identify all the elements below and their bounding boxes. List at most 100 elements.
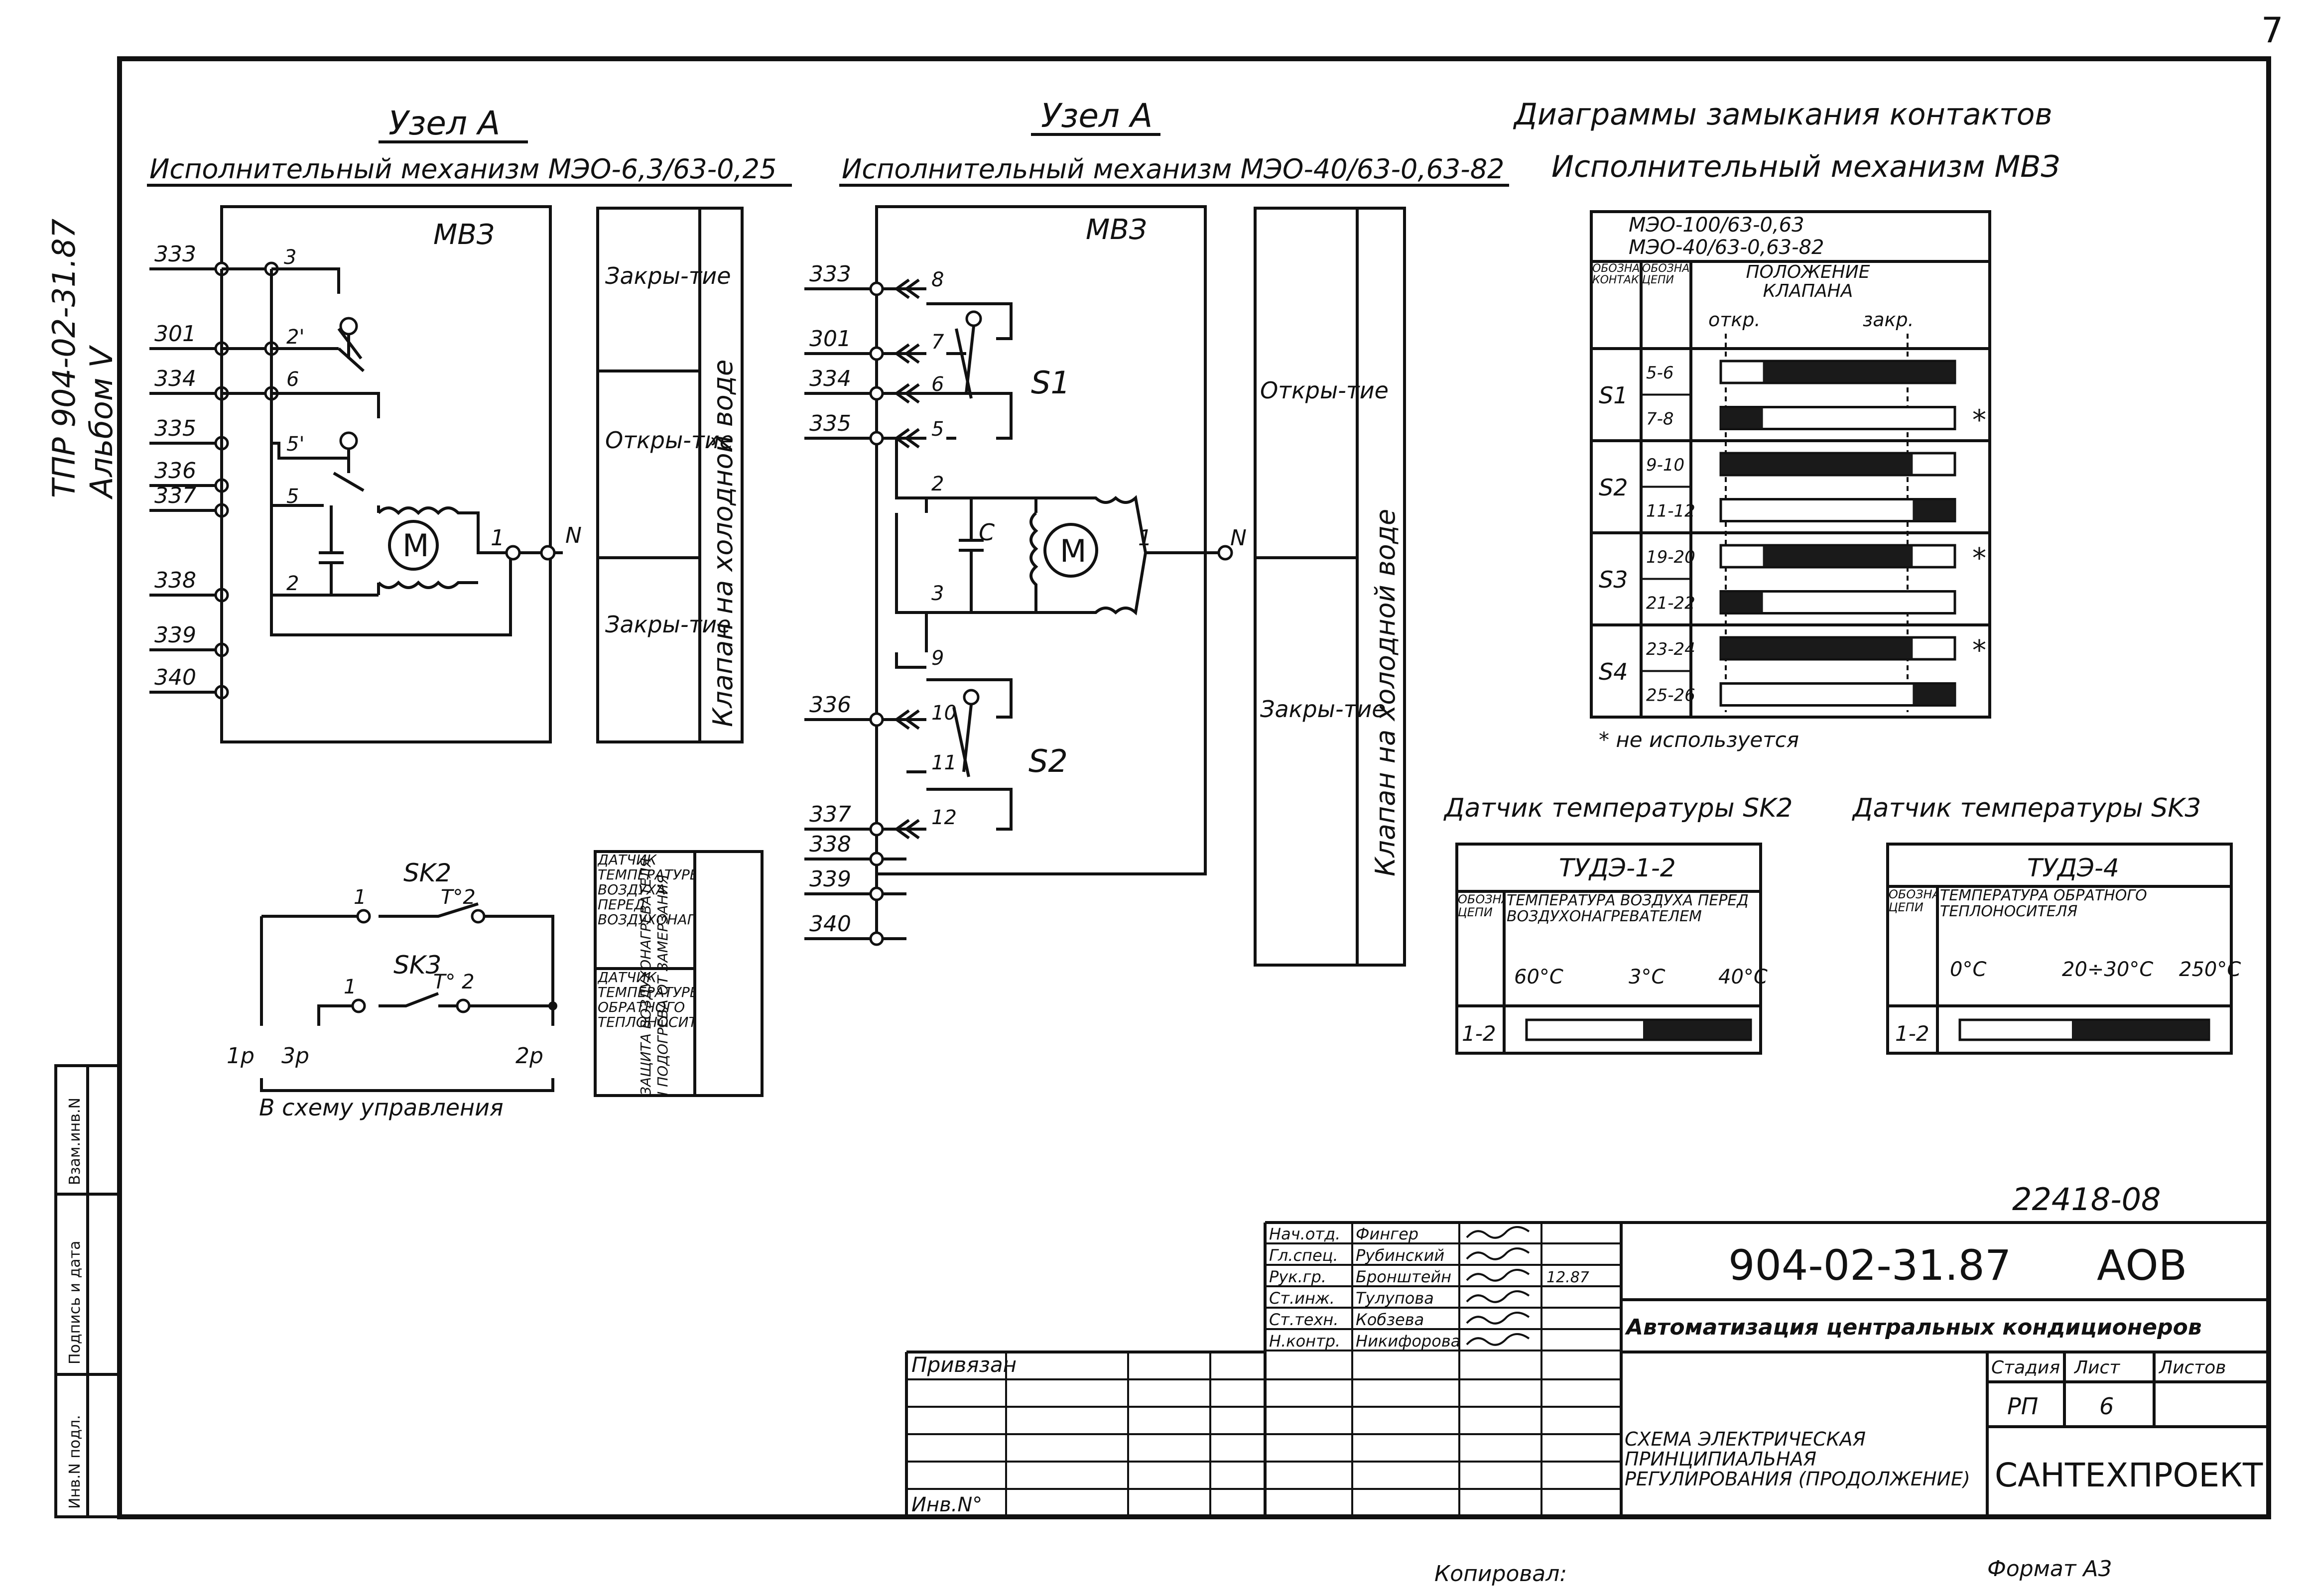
- header-model-1: МЭО-100/63-0,63: [1629, 214, 1804, 237]
- col-position: Положение клапана: [1746, 263, 1870, 301]
- signer-signature: [1466, 1247, 1530, 1260]
- middle-contact-1: 1: [1138, 525, 1152, 551]
- left-mvz-label: МВЗ: [433, 219, 495, 251]
- legend-sk3-text: Датчик температуры обратного теплоносите…: [598, 970, 693, 1030]
- left-terminal-label: 337: [154, 483, 196, 508]
- signer-role: Ст.инж.: [1269, 1289, 1335, 1308]
- terminal-3p: 3р: [281, 1043, 309, 1069]
- terminal-2p: 2р: [515, 1043, 543, 1069]
- left-contact-n: N: [565, 523, 582, 548]
- side-doc-code: ТПР 904-02-31.87: [46, 219, 82, 498]
- sk2-row-circuit: 1-2: [1462, 1021, 1496, 1046]
- sensor-sk2-model: ТУДЭ-1-2: [1559, 854, 1676, 882]
- contact-circuit-label: 9-10: [1646, 455, 1684, 475]
- signer-signature: [1466, 1312, 1530, 1325]
- sk2-state-fill: [1643, 1021, 1751, 1039]
- title-block: 22418-08 Нач.отд.ФингерГл.спец.Рубинский…: [905, 1181, 2269, 1517]
- format-label: Формат А3: [1987, 1556, 2112, 1582]
- stamp-replaced-inv: Взам.инв.N: [66, 1098, 84, 1185]
- stamp-inv-original: Инв.N подл.: [66, 1415, 84, 1509]
- left-node-title: Узел А: [388, 104, 500, 142]
- middle-node-title: Узел А: [1041, 97, 1153, 135]
- project-name: Автоматизация центральных кондиционеров: [1625, 1315, 2202, 1340]
- sheet-head: Лист: [2073, 1357, 2120, 1378]
- middle-contact-11: 11: [931, 751, 957, 774]
- left-state-open: Откры-тие: [605, 427, 734, 454]
- signer-name: Бронштейн: [1356, 1267, 1451, 1286]
- left-terminal-label: 335: [154, 416, 196, 441]
- left-terminal-label: 338: [154, 568, 196, 593]
- sensor-sk2-table: Датчик температуры SK2 ТУДЭ-1-2 Обозначе…: [1443, 793, 1793, 1055]
- signer-role: Ст.техн.: [1269, 1310, 1339, 1329]
- sk2-scale-mid: 3°С: [1629, 966, 1665, 988]
- left-valve-label: Клапан на холодной воде: [707, 360, 739, 727]
- middle-contact-5: 5: [931, 418, 944, 441]
- sensor-sk3-title: Датчик температуры SK3: [1852, 793, 2201, 823]
- drawing-frame: [117, 56, 2271, 1519]
- middle-contact-10: 10: [931, 702, 957, 725]
- sensor-sk3-label: SK3: [393, 951, 441, 980]
- sensor-sk3-model: ТУДЭ-4: [2027, 854, 2119, 882]
- contact-circuit-label: 23-24: [1646, 639, 1695, 659]
- middle-contact-n: N: [1230, 525, 1247, 551]
- legend-sk2-text: Датчик температуры воздуха перед воздухо…: [598, 853, 693, 928]
- sk3-scale-mid: 20÷30°С: [2062, 958, 2153, 981]
- sensor-sk2-label: SK2: [403, 859, 451, 887]
- circuit-caption: В схему управления: [259, 1094, 504, 1121]
- contact-circuit-label: 5-6: [1646, 363, 1674, 383]
- middle-contact-7: 7: [931, 331, 944, 354]
- doc-suffix: АОВ: [2097, 1241, 2187, 1290]
- signer-signature: [1466, 1226, 1530, 1239]
- sk3-row-circuit: 1-2: [1895, 1021, 1929, 1046]
- middle-contact-8: 8: [931, 268, 944, 291]
- sk3-scale-low: 0°С: [1950, 958, 1986, 981]
- sk2-scale-low: 60°С: [1514, 966, 1563, 988]
- contact-switch-label: S2: [1599, 474, 1628, 501]
- sk3-contact-1: 1: [344, 976, 356, 998]
- sensor-circuit: SK2 SK3 1 Т°2 1 Т° 2 1р 3р 2р В схему уп…: [227, 850, 764, 1121]
- contact-diagram: Диаграммы замыкания контактов Исполнител…: [1513, 97, 2060, 752]
- left-terminal-label: 339: [154, 622, 196, 648]
- left-contact-6: 6: [286, 368, 299, 391]
- legend-side-text: Защита воздухонагревателя I подогрева от…: [638, 858, 671, 1096]
- sensor-sk2-col: Обозначение цепи: [1458, 893, 1503, 919]
- signer-name: Рубинский: [1356, 1246, 1444, 1265]
- sk3-state-fill: [2072, 1021, 2209, 1039]
- left-contact-2p: 2': [286, 326, 304, 349]
- middle-terminal-label: 333: [809, 261, 851, 287]
- middle-contact-12: 12: [931, 806, 957, 829]
- org-name: САНТЕХПРОЕКТ: [1995, 1456, 2263, 1494]
- left-node: Узел А Исполнительный механизм МЭО-6,3/6…: [147, 104, 792, 743]
- sheet-title: Схема электрическая принципиальная регул…: [1625, 1429, 1970, 1490]
- sk3-scale-high: 250°С: [2179, 958, 2241, 981]
- left-contact-1: 1: [491, 525, 505, 551]
- left-terminal-label: 334: [154, 366, 196, 391]
- contact-state-fill: [1721, 454, 1913, 474]
- sensor-sk3-col: Обозначение цепи: [1889, 888, 1936, 914]
- contact-unused-mark: *: [1972, 404, 1986, 437]
- middle-contact-3: 3: [931, 582, 944, 605]
- left-terminal-label: 336: [154, 458, 196, 484]
- contact-circuit-label: 19-20: [1646, 547, 1695, 567]
- sheets-head: Листов: [2158, 1357, 2226, 1378]
- left-contact-5: 5: [286, 485, 299, 508]
- left-contact-3: 3: [284, 246, 296, 269]
- left-terminal-label: 333: [154, 242, 196, 267]
- middle-terminal-label: 336: [809, 692, 851, 718]
- doc-code: 904-02-31.87: [1728, 1241, 2011, 1290]
- stamp-column: Инв.N подл. Подпись и дата Взам.инв.N: [54, 1064, 121, 1518]
- page-number: 7: [2261, 10, 2284, 51]
- switch-s1: S1: [1031, 365, 1070, 401]
- signer-role: Н.контр.: [1269, 1332, 1340, 1350]
- sensor-sk2-desc: Температура воздуха перед воздухонагрева…: [1507, 893, 1749, 925]
- open-label: откр.: [1708, 309, 1761, 331]
- contact-circuit-label: 7-8: [1646, 409, 1674, 429]
- middle-motor-symbol: М: [1060, 533, 1087, 569]
- contact-state-fill: [1913, 500, 1955, 520]
- inv-no-label: Инв.N°: [911, 1493, 982, 1516]
- signer-date: 12.87: [1546, 1269, 1589, 1286]
- side-album: Альбом V: [83, 345, 120, 500]
- contact-switch-label: S4: [1599, 658, 1628, 685]
